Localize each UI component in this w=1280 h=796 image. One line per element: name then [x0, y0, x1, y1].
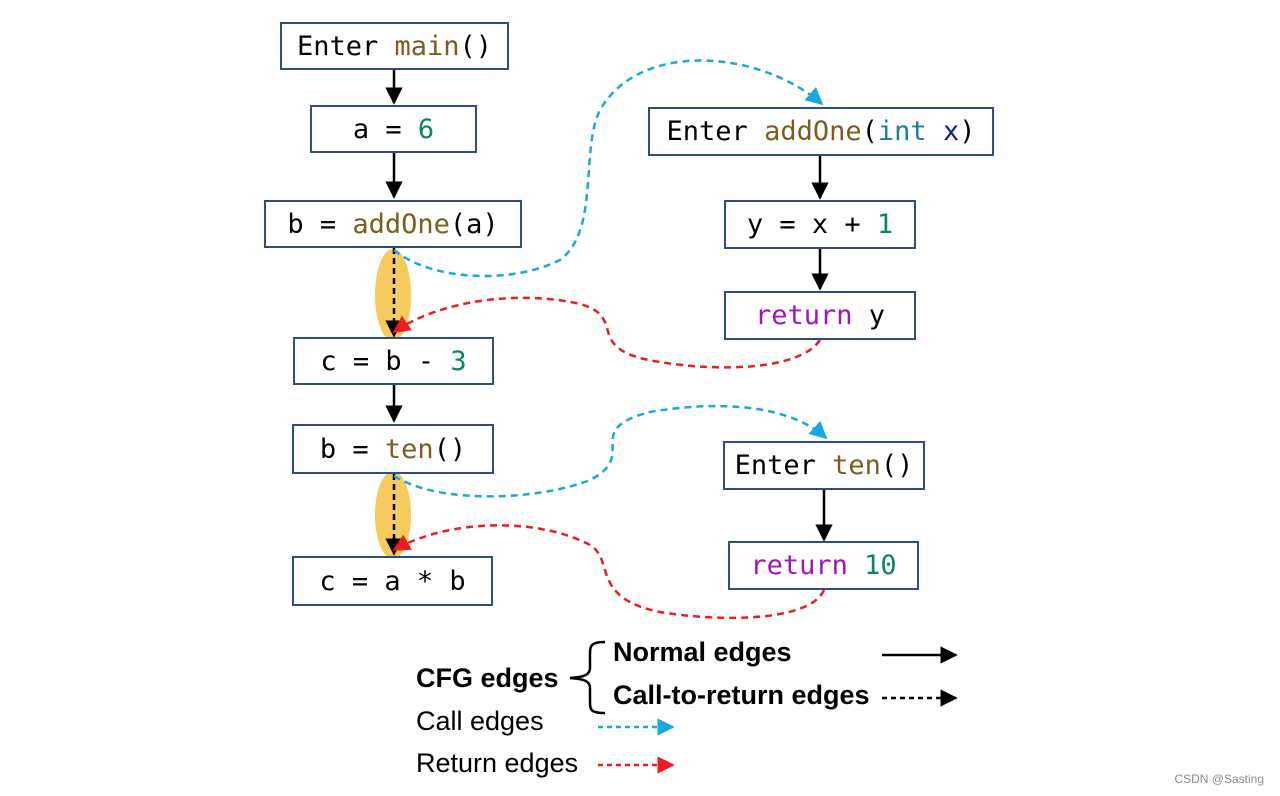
legend-normal-edges-label: Normal edges — [613, 637, 792, 667]
code-token: () — [880, 450, 914, 481]
code-token: ten — [384, 433, 434, 465]
code-token — [927, 116, 943, 147]
code-token: ( — [861, 116, 878, 147]
code-token: 1 — [876, 209, 894, 240]
legend-return-edges-label: Return edges — [416, 748, 579, 778]
legend-call-to-return-edges-label: Call-to-return edges — [613, 680, 870, 710]
call-edge-addone — [393, 59, 824, 278]
node-b-assign-ten: b = ten() — [292, 424, 494, 474]
code-token — [848, 550, 864, 581]
code-token: b = — [287, 208, 353, 240]
node-enter-addone: Enter addOne(int x) — [648, 107, 994, 156]
node-y-assign: y = x + 1 — [724, 200, 916, 249]
node-c-assign-b-minus-3: c = b - 3 — [293, 337, 494, 385]
node-enter-main: Enter main() — [280, 22, 509, 70]
code-token: ) — [959, 116, 976, 147]
return-edge-addone — [392, 296, 822, 369]
code-token: (a) — [449, 208, 499, 240]
code-token: addOne — [764, 116, 862, 147]
node-return-y: return y — [724, 291, 916, 340]
code-token: return — [754, 300, 853, 331]
node-enter-ten: Enter ten() — [723, 441, 925, 490]
code-token: () — [433, 433, 467, 465]
code-token: return — [750, 550, 848, 581]
node-a-assign: a = 6 — [310, 105, 477, 153]
node-c-assign-a-times-b: c = a * b — [292, 556, 493, 606]
legend-brace — [569, 640, 606, 715]
code-token: main — [394, 30, 460, 62]
code-token: 3 — [450, 345, 467, 377]
code-token: a = — [352, 113, 418, 145]
code-token: Enter — [734, 450, 833, 481]
node-b-assign-addone: b = addOne(a) — [264, 200, 522, 248]
code-token: ten — [832, 450, 881, 481]
code-token: 10 — [864, 550, 897, 581]
return-edge-ten — [392, 524, 826, 620]
code-token: () — [459, 30, 493, 62]
legend-cfg-edges-label: CFG edges — [416, 663, 559, 693]
legend-call-edges-label: Call edges — [416, 706, 544, 736]
code-token: Enter — [666, 116, 765, 147]
code-token: int — [877, 116, 927, 147]
code-token: 6 — [417, 113, 435, 145]
code-token: addOne — [352, 208, 450, 240]
code-token: y = x + — [746, 209, 877, 240]
code-token: b = — [319, 433, 385, 465]
code-token: c = b - — [320, 345, 451, 377]
watermark: CSDN @Sasting — [1174, 772, 1264, 786]
code-token: x — [942, 116, 960, 147]
code-token: y — [852, 300, 886, 331]
code-token: Enter — [296, 30, 395, 62]
call-edge-ten — [393, 404, 828, 498]
code-token: c = a * b — [319, 565, 466, 597]
node-return-10: return 10 — [728, 541, 919, 590]
